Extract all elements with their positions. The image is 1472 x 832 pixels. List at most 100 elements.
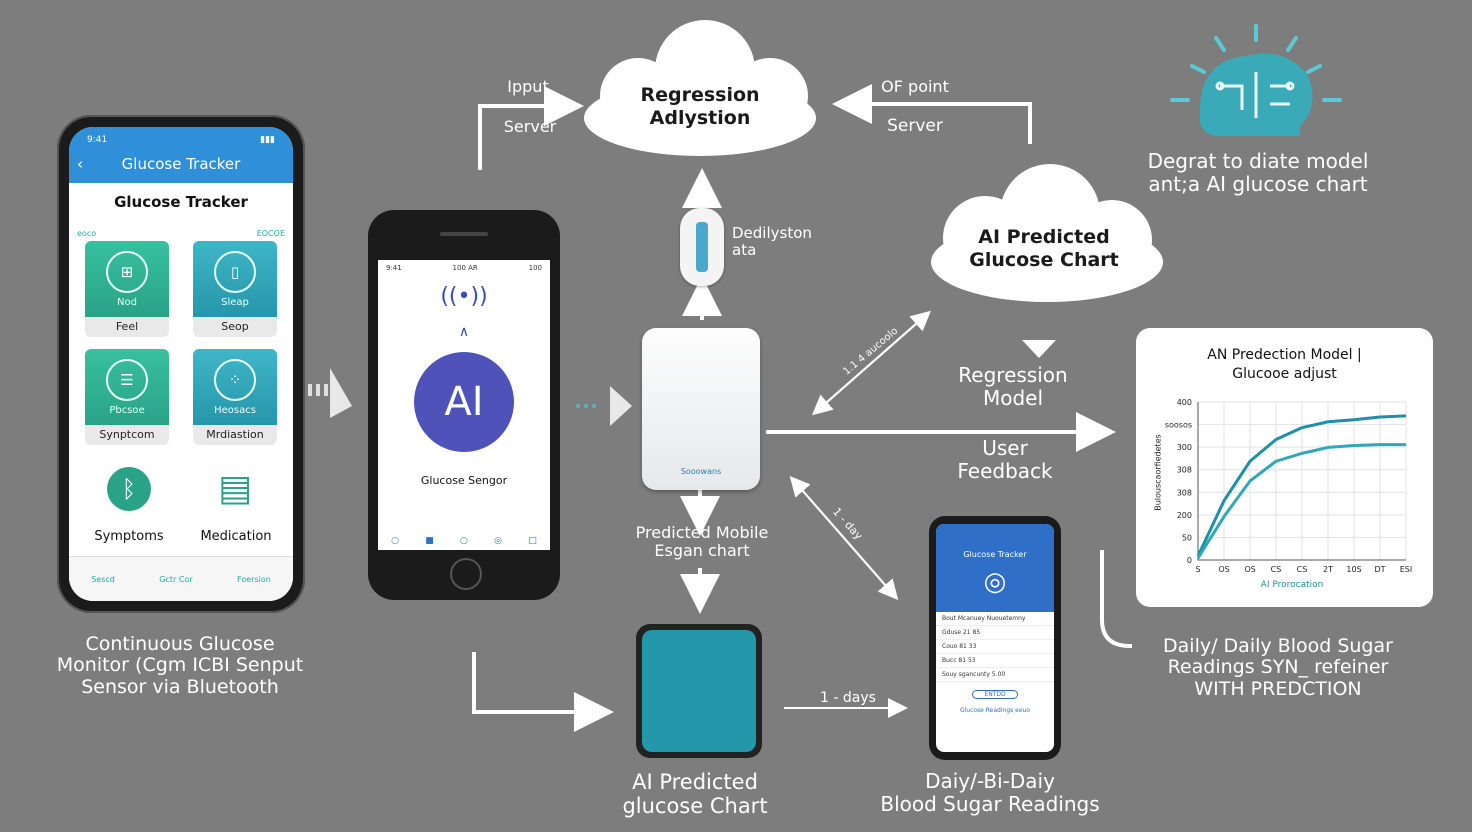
- tab-icon[interactable]: ■: [425, 536, 434, 546]
- glucose-sensor-pod: [680, 208, 724, 286]
- y-tick-label: 308: [1177, 488, 1192, 497]
- tab-icon[interactable]: □: [528, 536, 537, 546]
- phone-readings: Glucose Tracker ◎ Bout Mcanuey Nuouetemn…: [929, 516, 1061, 760]
- label-server-left: Server: [503, 117, 557, 136]
- tab-home[interactable]: Sescd: [91, 574, 115, 584]
- y-tick-label: 200: [1177, 511, 1192, 520]
- sensor-label: Glucose Sengor: [420, 474, 508, 487]
- chart-title: AN Predection Model | Glucooe adjust: [1207, 347, 1362, 382]
- label-daily-right: Daily/ Daily Blood Sugar Readings SYN_ r…: [1163, 635, 1393, 700]
- brain-icon: [1170, 24, 1342, 136]
- arrow-right-bottom: [1100, 550, 1133, 649]
- phone3-title: Glucose Tracker: [963, 550, 1027, 559]
- dots-phone1: [308, 384, 328, 396]
- tile-sub: Sleap: [221, 296, 249, 308]
- tab-icon[interactable]: ◎: [494, 536, 503, 546]
- x-tick-label: ESI: [1400, 565, 1413, 574]
- brain-caption: Degrat to diate model ant;a AI glucose c…: [1147, 149, 1369, 196]
- status-mid: 100 AR: [452, 264, 478, 272]
- phone3-footer: Glucose Readings eeuo: [959, 707, 1031, 714]
- phone-glucose-tracker: 9:41 ▮▮▮ ‹ Glucose Tracker Glucose Tracker…: [57, 115, 305, 613]
- cloud-predicted: [931, 164, 1163, 302]
- chevron-up-icon: ∧: [458, 324, 470, 340]
- back-icon[interactable]: ‹: [77, 155, 83, 173]
- fingerprint-small-icon: ◎: [983, 567, 1007, 597]
- tile-feel[interactable]: ⊞ Nod Feel: [85, 241, 169, 337]
- symptoms-label: Symptoms: [94, 529, 164, 544]
- tab-icon[interactable]: ○: [391, 536, 399, 546]
- label-pod: Dedilyston ata: [732, 224, 812, 260]
- tile-label: Seop: [193, 317, 277, 337]
- phone-icon: ▯: [214, 250, 256, 293]
- x-tick-label: OS: [1244, 565, 1255, 574]
- label-server-right: Server: [887, 116, 943, 136]
- medication-label: Medication: [200, 529, 272, 544]
- x-tick-label: OS: [1218, 565, 1229, 574]
- y-tick-label: 0: [1187, 556, 1192, 565]
- tile-medication[interactable]: ⁘Heosacs Mrdiastion: [193, 349, 277, 445]
- row-text: Souy sgancunty 5.00: [942, 671, 1006, 678]
- reading-row: Souy sgancunty 5.00: [936, 668, 1054, 682]
- series-line-1: [1196, 443, 1406, 559]
- bluetooth-hub-device: Sooowans: [642, 328, 760, 490]
- home-button[interactable]: [450, 558, 482, 590]
- cloud-regression-label: Regression Adlystion: [640, 84, 760, 129]
- x-tick-label: S: [1195, 565, 1200, 574]
- enter-button[interactable]: ENTDD: [972, 690, 1018, 699]
- clipboard-icon[interactable]: ▤: [217, 468, 252, 509]
- list-icon: ☰: [106, 358, 148, 401]
- speaker: [440, 232, 488, 236]
- small-left: eoco: [77, 229, 97, 238]
- label-one-day: 1 - days: [820, 690, 876, 706]
- row-text: Couo 81 33: [942, 643, 977, 650]
- phone3-header: Glucose Tracker ◎: [936, 524, 1054, 612]
- x-tick-label: DT: [1374, 565, 1385, 574]
- bluetooth-icon[interactable]: ᛒ: [107, 467, 151, 511]
- app-icon[interactable]: [636, 624, 762, 758]
- status-time: 9:41: [386, 264, 402, 272]
- phone1-screen: 9:41 ▮▮▮ ‹ Glucose Tracker Glucose Tracker…: [69, 127, 293, 601]
- row-text: Gduse 21 85: [942, 629, 981, 636]
- tile-sleep[interactable]: ▯ Sleap Seop: [193, 241, 277, 337]
- tab-icon[interactable]: ○: [460, 536, 468, 546]
- y-tick-label: 300: [1177, 443, 1192, 452]
- phone3-screen: Glucose Tracker ◎ Bout Mcanuey Nuouetemn…: [936, 524, 1054, 752]
- arrow-diag-down-back: [789, 475, 894, 595]
- tab-chart[interactable]: Gctr Cor: [159, 574, 193, 584]
- dots-phone2: [576, 404, 596, 408]
- arrow-cloud-down: [1022, 340, 1056, 358]
- label-app-caption: AI Predicted glucose Chart: [622, 770, 768, 819]
- tile-label: Synptcom: [85, 425, 169, 445]
- reading-row: Gduse 21 85: [936, 626, 1054, 640]
- x-tick-label: CS: [1271, 565, 1282, 574]
- reading-row: Bout Mcanuey Nuouetemny: [936, 612, 1054, 626]
- header-title: Glucose Tracker: [121, 155, 241, 173]
- status-battery: ▮▮▮: [260, 135, 275, 145]
- x-tick-label: 10S: [1346, 565, 1361, 574]
- tile-label: Feel: [85, 317, 169, 337]
- label-cgm: Continuous Glucose Monitor (Cgm ICBI Sen…: [56, 633, 304, 698]
- tile-sub: Nod: [117, 296, 137, 308]
- y-tick-label: soosos: [1165, 421, 1192, 430]
- sensor-strip: [696, 222, 708, 272]
- food-icon: ⊞: [106, 250, 148, 293]
- cloud-regression: [584, 20, 816, 156]
- arrow-diag-up-back: [811, 315, 926, 416]
- y-tick-label: 50: [1182, 533, 1192, 542]
- prediction-chart-card: AN Predection Model | Glucooe adjust Bul…: [1136, 328, 1433, 607]
- ai-badge: AI: [414, 352, 514, 452]
- tile-symptoms[interactable]: ☰Pbcsoe Synptcom: [85, 349, 169, 445]
- page-title: Glucose Tracker: [114, 193, 248, 211]
- arrow-loop-left: [472, 652, 614, 732]
- status-time: 9:41: [87, 135, 108, 145]
- reading-row: Bucc 81 53: [936, 654, 1054, 668]
- pills-icon: ⁘: [214, 358, 256, 401]
- arrow-output: [832, 84, 1032, 144]
- tile-sub: Heosacs: [214, 404, 256, 416]
- phone2-tabs: ○ ■ ○ ◎ □: [378, 536, 550, 546]
- reading-row: Couo 81 33: [936, 640, 1054, 654]
- chart-axes: [1197, 402, 1406, 561]
- tab-settings[interactable]: Foersion: [237, 574, 271, 584]
